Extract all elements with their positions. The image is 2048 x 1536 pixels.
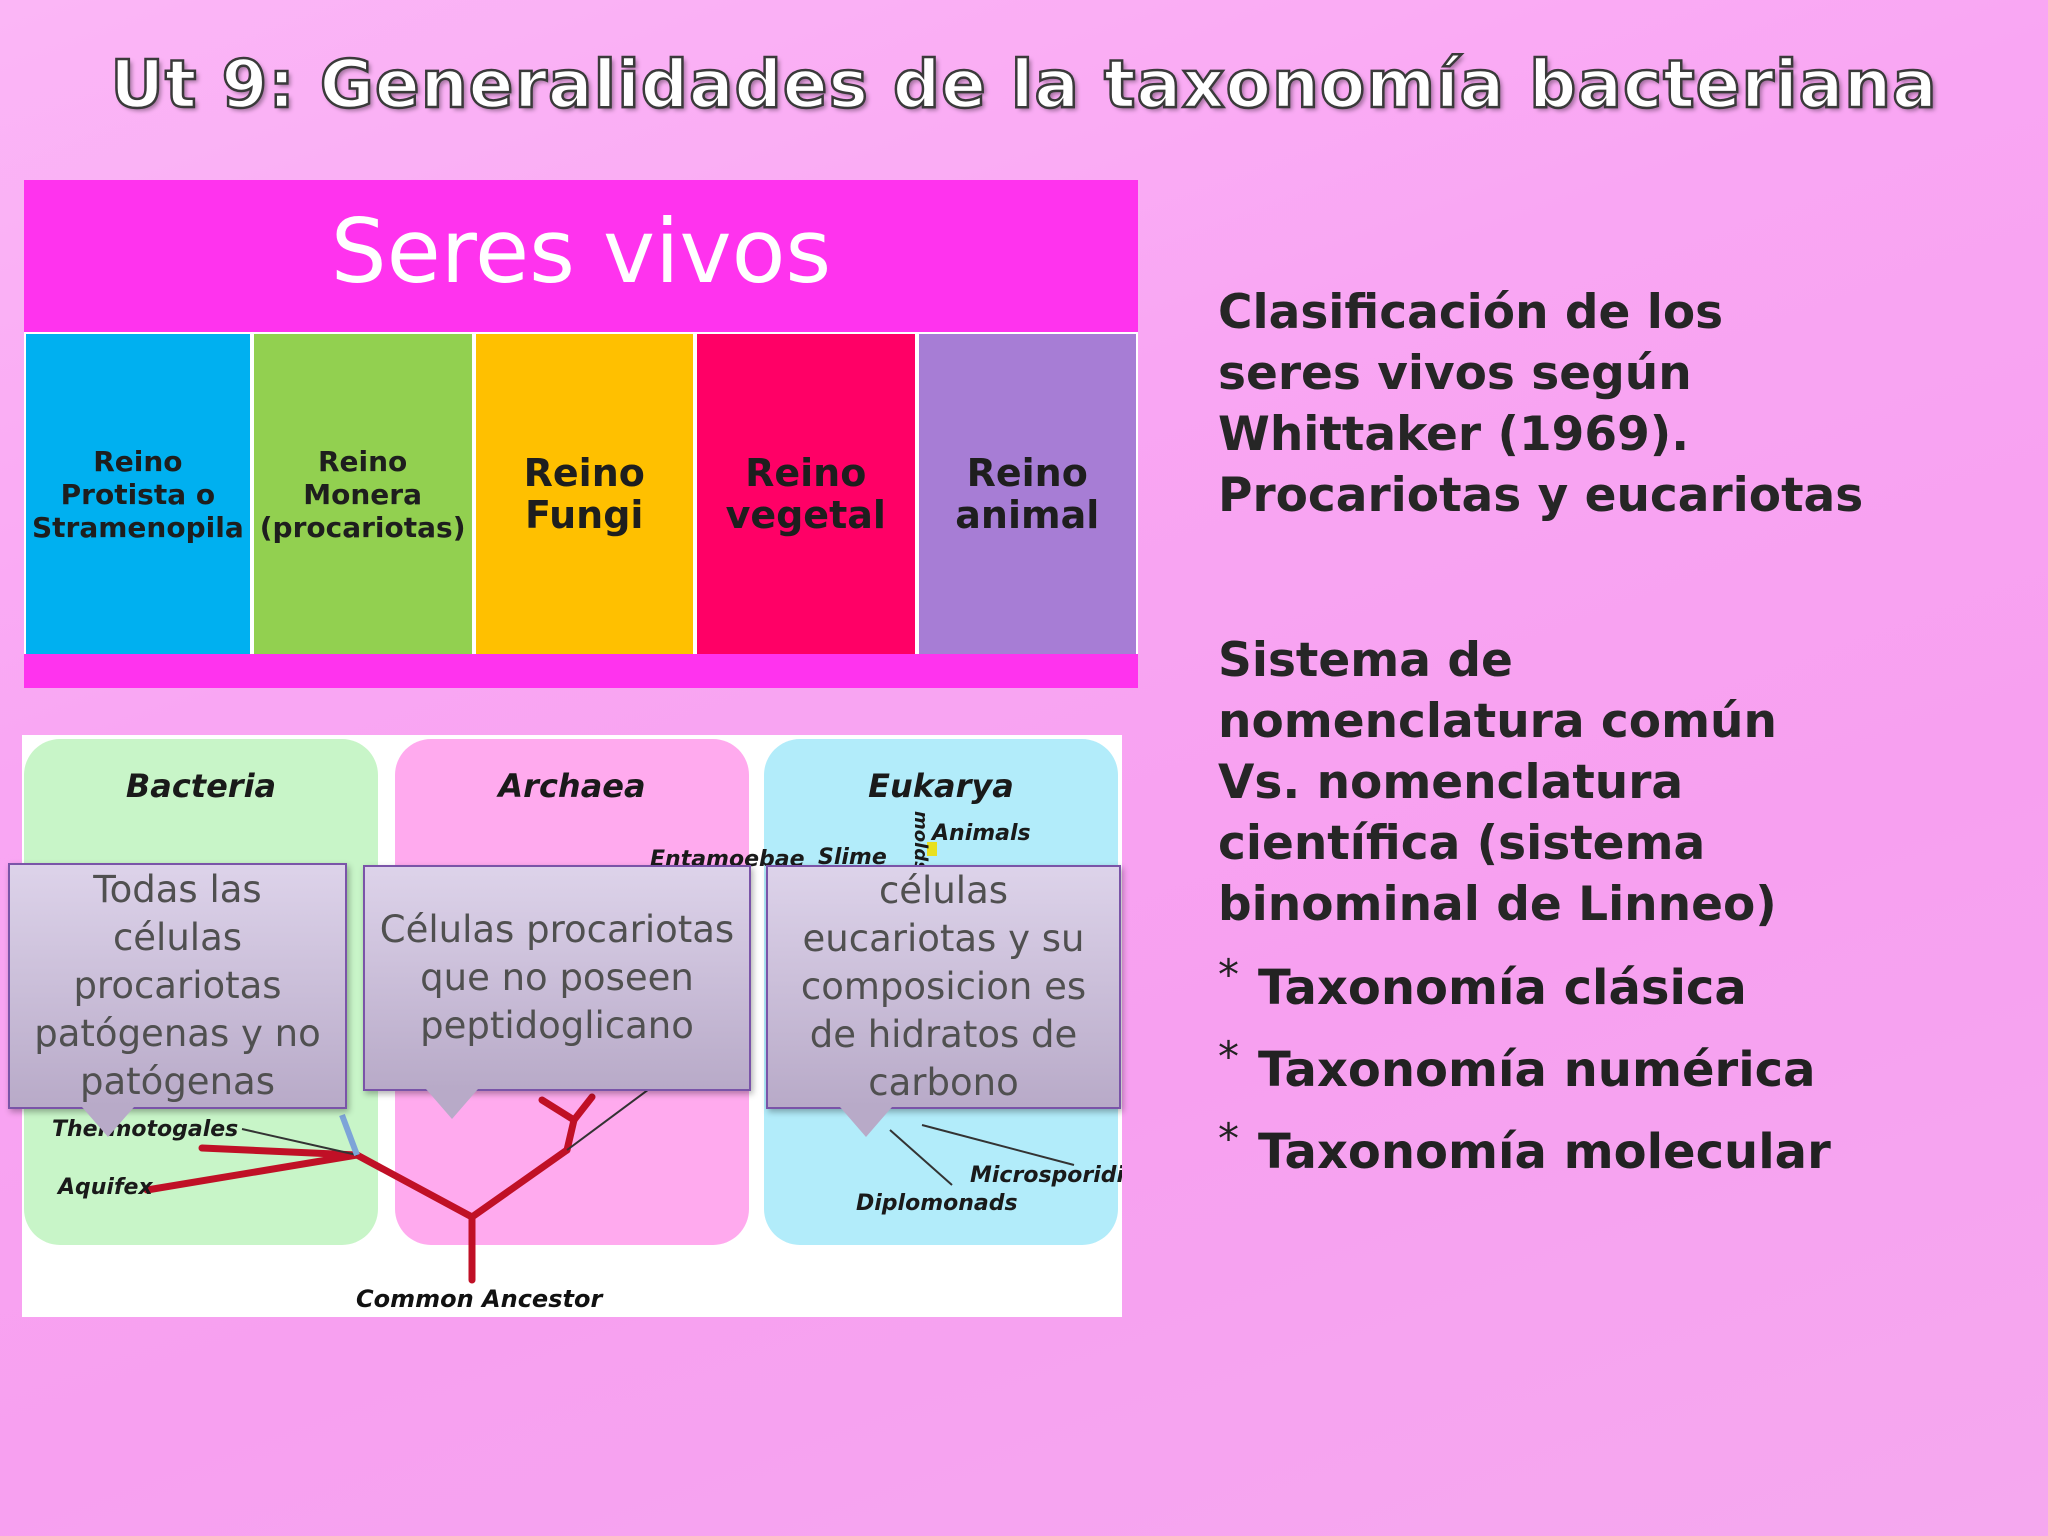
nomenclature-line: binominal de Linneo) xyxy=(1218,877,1777,932)
nomenclature-line: nomenclatura común xyxy=(1218,694,1777,749)
kingdom-monera: Reino Monera (procariotas) xyxy=(251,334,474,654)
thermotogales-label: Thermotogales xyxy=(52,1117,239,1142)
kingdom-animal-line2: animal xyxy=(955,493,1100,537)
kingdom-protista: Reino Protista o Stramenopila xyxy=(24,334,252,654)
animals-label: Animals xyxy=(932,821,1031,846)
callout-archaea-pointer xyxy=(426,1089,478,1119)
bullet-taxonomia-clasica: Taxonomía clásica xyxy=(1258,960,1747,1016)
bullet-star-icon: * xyxy=(1218,950,1239,999)
callout-eukarya-line: células xyxy=(878,869,1009,912)
nomenclature-line: Sistema de xyxy=(1218,633,1513,688)
microsporidia-label: Microsporidia xyxy=(970,1163,1122,1188)
callout-eukarya: células eucariotas y su composicion es d… xyxy=(766,865,1121,1109)
kingdom-protista-line3: Stramenopila xyxy=(32,510,244,544)
kingdoms-row: Reino Protista o Stramenopila Reino Mone… xyxy=(24,332,1138,654)
bullet-taxonomia-molecular: Taxonomía molecular xyxy=(1258,1124,1831,1180)
nomenclature-line: Vs. nomenclatura xyxy=(1218,755,1684,810)
callout-bacteria-line: procariotas xyxy=(73,964,282,1007)
kingdom-animal: Reino animal xyxy=(916,334,1138,654)
kingdom-protista-line1: Reino xyxy=(93,444,183,478)
seres-vivos-header: Seres vivos xyxy=(330,200,832,303)
slide-title: Ut 9: Generalidades de la taxonomía bact… xyxy=(109,45,1938,125)
callout-bacteria-line: patógenas xyxy=(80,1060,275,1103)
callout-bacteria-pointer xyxy=(82,1107,134,1137)
callout-bacteria-line: células xyxy=(112,916,243,959)
classification-line: seres vivos según xyxy=(1218,346,1692,401)
kingdom-monera-line1: Reino Monera xyxy=(303,444,422,511)
classification-text: Clasificación de los seres vivos según W… xyxy=(1218,282,1863,526)
classification-line: Whittaker (1969). xyxy=(1218,407,1690,462)
callout-eukarya-line: composicion es xyxy=(800,965,1087,1008)
kingdom-fungi-line2: Fungi xyxy=(525,493,644,537)
callout-archaea: Células procariotas que no poseen peptid… xyxy=(363,865,751,1091)
nomenclature-line: científica (sistema xyxy=(1218,816,1706,871)
seres-vivos-diagram: Seres vivos Reino Protista o Stramenopil… xyxy=(24,180,1138,688)
archaea-label: Archaea xyxy=(498,767,646,805)
kingdom-animal-line1: Reino xyxy=(966,451,1088,495)
callout-eukarya-line: eucariotas y su xyxy=(802,917,1085,960)
callout-archaea-line: peptidoglicano xyxy=(420,1004,694,1047)
callout-eukarya-line: carbono xyxy=(868,1061,1019,1104)
classification-line: Procariotas y eucariotas xyxy=(1218,468,1864,523)
callout-eukarya-pointer xyxy=(840,1107,892,1137)
kingdom-vegetal-line2: vegetal xyxy=(725,493,886,537)
bacteria-label: Bacteria xyxy=(125,767,277,805)
eukarya-label: Eukarya xyxy=(868,767,1014,805)
bullet-star-icon: * xyxy=(1218,1114,1239,1163)
common-ancestor-label: Common Ancestor xyxy=(356,1285,603,1313)
aquifex-label: Aquifex xyxy=(58,1175,153,1200)
kingdom-vegetal-line1: Reino xyxy=(745,451,867,495)
callout-bacteria-line: patógenas y no xyxy=(34,1012,321,1055)
tree-branches xyxy=(143,842,1075,1284)
kingdom-monera-line2: (procariotas) xyxy=(259,510,466,544)
molds-label: molds xyxy=(909,811,931,872)
kingdom-vegetal: Reino vegetal xyxy=(695,334,917,654)
callout-eukarya-line: de hidratos de xyxy=(809,1013,1078,1056)
diplomonads-label: Diplomonads xyxy=(856,1191,1018,1216)
kingdom-fungi: Reino Fungi xyxy=(473,334,695,654)
kingdom-fungi-line1: Reino xyxy=(523,451,645,495)
callout-archaea-line: Células procariotas xyxy=(379,908,735,951)
callout-bacteria-line: Todas las xyxy=(93,868,262,911)
classification-line: Clasificación de los xyxy=(1218,285,1724,340)
nomenclature-text: Sistema de nomenclatura común Vs. nomenc… xyxy=(1218,630,1777,935)
callout-archaea-line: que no poseen xyxy=(420,956,694,999)
kingdom-protista-line2: Protista o xyxy=(60,477,216,511)
bullet-star-icon: * xyxy=(1218,1032,1239,1081)
bullet-taxonomia-numerica: Taxonomía numérica xyxy=(1258,1042,1816,1098)
callout-bacteria: Todas las células procariotas patógenas … xyxy=(8,863,347,1109)
